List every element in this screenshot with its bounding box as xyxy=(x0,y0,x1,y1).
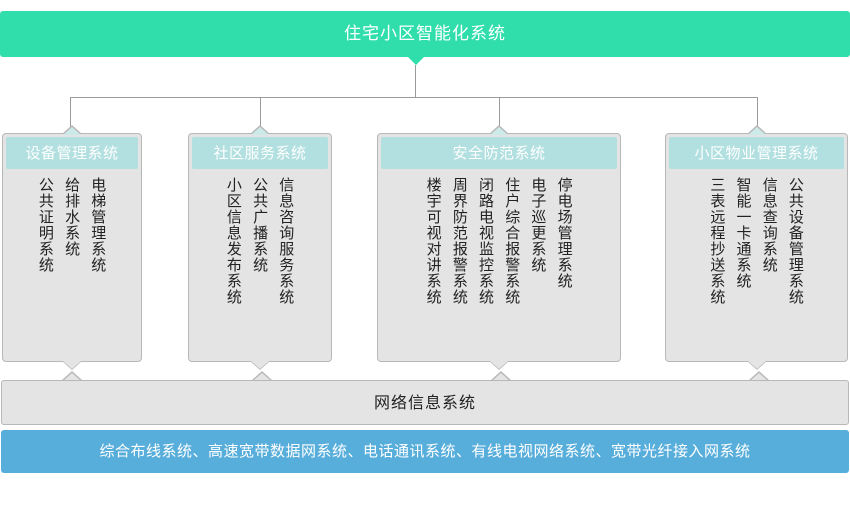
up-arrow-icon xyxy=(250,125,270,135)
up-arrow-icon xyxy=(489,125,509,135)
down-arrow-icon xyxy=(489,360,509,370)
root-node-down-arrow-icon xyxy=(407,56,425,65)
connector-horizontal-bus xyxy=(70,97,758,98)
group-item: 给排水系统 xyxy=(63,177,82,257)
group-box-property-management[interactable]: 小区物业管理系统 公共设备管理系统 信息查询系统 智能一卡通系统 三表远程抄送系… xyxy=(665,125,848,370)
group-item: 信息查询系统 xyxy=(760,177,779,273)
connector-drop-group-1 xyxy=(70,97,71,133)
group-item: 电子巡更系统 xyxy=(529,177,548,273)
connector-drop-group-3 xyxy=(499,97,500,133)
group-item: 信息咨询服务系统 xyxy=(277,177,296,305)
group-header-label: 社区服务系统 xyxy=(213,143,307,162)
infrastructure-bar-label: 综合布线系统、高速宽带数据网系统、电话通讯系统、有线电视网络系统、宽带光纤接入网… xyxy=(99,442,751,460)
group-item-list: 公共设备管理系统 信息查询系统 智能一卡通系统 三表远程抄送系统 xyxy=(671,177,842,356)
up-arrow-icon xyxy=(749,371,769,381)
connector-drop-group-2 xyxy=(260,97,261,133)
group-item-list: 停电场管理系统 电子巡更系统 住户综合报警系统 闭路电视监控系统 周界防范报警系… xyxy=(383,177,615,356)
group-box-security[interactable]: 安全防范系统 停电场管理系统 电子巡更系统 住户综合报警系统 闭路电视监控系统 … xyxy=(377,125,621,370)
down-arrow-icon xyxy=(746,360,767,370)
group-item: 停电场管理系统 xyxy=(555,177,574,289)
group-item: 周界防范报警系统 xyxy=(450,177,469,305)
group-item: 公共广播系统 xyxy=(251,177,270,273)
group-item: 公共设备管理系统 xyxy=(786,177,805,305)
group-header-label: 小区物业管理系统 xyxy=(694,143,819,162)
connector-root-vertical xyxy=(415,65,416,98)
connector-drop-group-4 xyxy=(757,97,758,133)
group-item: 三表远程抄送系统 xyxy=(708,177,727,305)
group-item: 小区信息发布系统 xyxy=(224,177,243,305)
diagram-title: 住宅小区智能化系统 xyxy=(344,23,506,44)
root-node-banner: 住宅小区智能化系统 xyxy=(0,11,850,57)
up-arrow-icon xyxy=(746,125,767,135)
group-item-list: 电梯管理系统 给排水系统 公共证明系统 xyxy=(8,177,136,356)
group-item: 公共证明系统 xyxy=(36,177,55,273)
group-item: 智能一卡通系统 xyxy=(734,177,753,289)
group-item: 闭路电视监控系统 xyxy=(477,177,495,305)
group-header-label: 设备管理系统 xyxy=(25,143,119,162)
down-arrow-icon xyxy=(250,360,270,370)
infrastructure-system-bar[interactable]: 综合布线系统、高速宽带数据网系统、电话通讯系统、有线电视网络系统、宽带光纤接入网… xyxy=(1,430,849,473)
group-header: 安全防范系统 xyxy=(381,137,617,169)
up-arrow-icon xyxy=(62,125,82,135)
group-header: 小区物业管理系统 xyxy=(669,137,844,169)
up-arrow-icon xyxy=(491,371,511,381)
group-item: 楼宇可视对讲系统 xyxy=(424,177,443,305)
up-arrow-icon xyxy=(62,371,82,381)
group-item: 住户综合报警系统 xyxy=(503,177,522,305)
network-information-system-bar[interactable]: 网络信息系统 xyxy=(1,380,849,425)
up-arrow-icon xyxy=(252,371,272,381)
group-header: 设备管理系统 xyxy=(6,137,138,169)
network-bar-label: 网络信息系统 xyxy=(373,392,476,412)
group-header: 社区服务系统 xyxy=(192,137,328,169)
group-outline xyxy=(188,133,332,362)
group-box-community-service[interactable]: 社区服务系统 信息咨询服务系统 公共广播系统 小区信息发布系统 xyxy=(188,125,332,370)
group-box-equipment-management[interactable]: 设备管理系统 电梯管理系统 给排水系统 公共证明系统 xyxy=(2,125,142,370)
group-header-label: 安全防范系统 xyxy=(452,143,546,162)
group-item-list: 信息咨询服务系统 公共广播系统 小区信息发布系统 xyxy=(194,177,326,356)
down-arrow-icon xyxy=(62,360,82,370)
group-item: 电梯管理系统 xyxy=(89,177,108,273)
